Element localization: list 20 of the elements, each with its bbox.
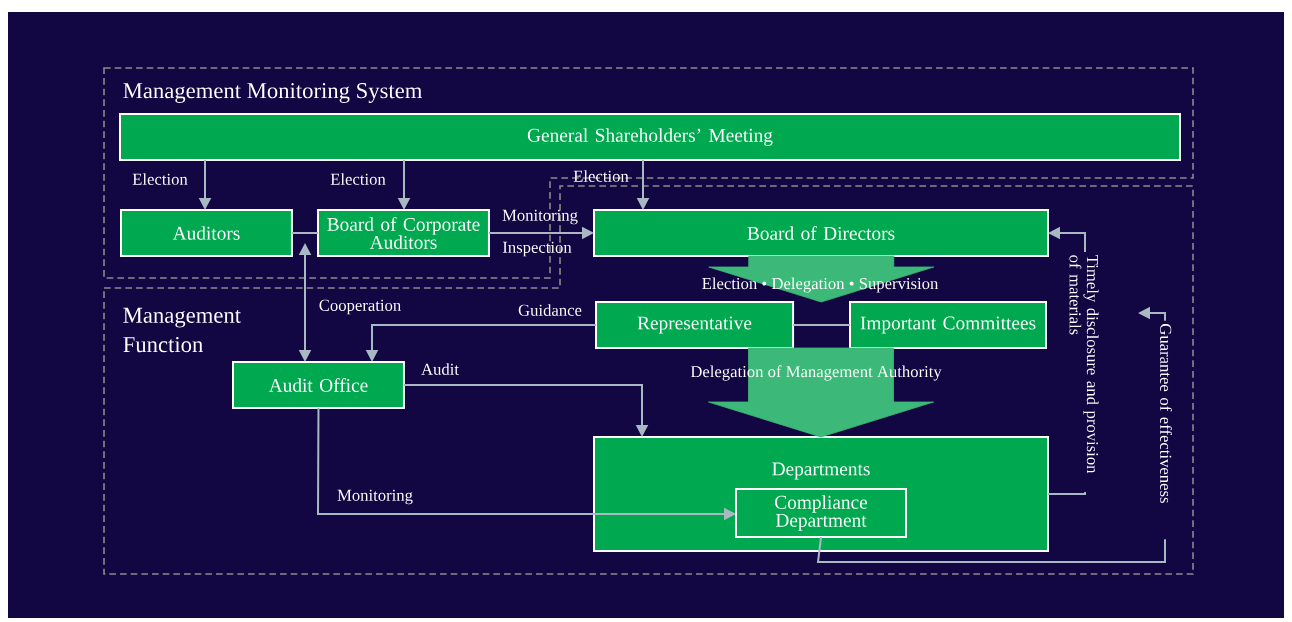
process-box: Important Committees <box>849 301 1047 349</box>
process-box: Auditors <box>120 209 293 257</box>
edge-label: Monitoring <box>502 209 578 225</box>
process-box: Audit Office <box>232 361 405 409</box>
edge-label: Monitoring <box>337 489 413 505</box>
edge-label: Guidance <box>518 304 582 316</box>
edge-label: Guarantee of effectiveness <box>1157 320 1175 540</box>
process-box: General Shareholders’ Meeting <box>119 113 1181 161</box>
edge-label: Timely disclosure and provision of materials <box>1066 252 1102 492</box>
edge-label: Election <box>132 173 188 185</box>
edge-label: Cooperation <box>319 299 401 315</box>
edge-label: Election <box>330 173 386 185</box>
line-label: Inspection <box>502 241 572 257</box>
process-box: Board of Corporate Auditors <box>317 209 490 257</box>
block-arrow <box>708 255 935 303</box>
edge-label: Audit <box>421 363 459 375</box>
edge-label: Election <box>573 170 629 182</box>
process-box: Board of Directors <box>593 209 1049 257</box>
process-box: Representative <box>595 301 795 349</box>
process-box: Compliance Department <box>735 488 907 538</box>
